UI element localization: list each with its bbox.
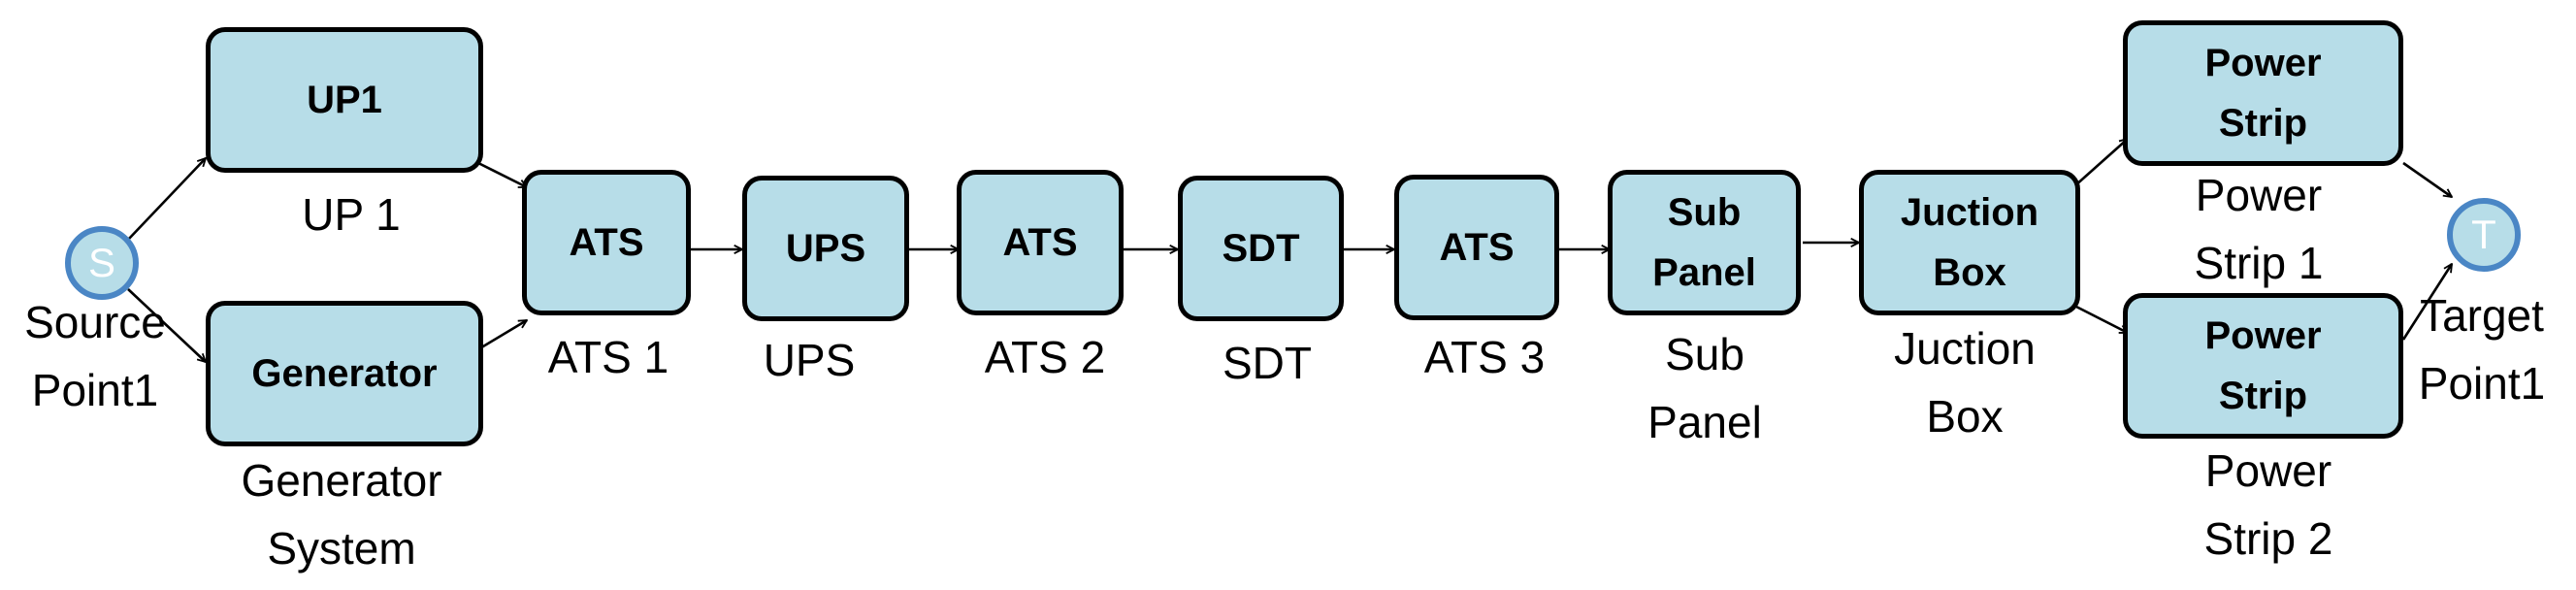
ups-box: UPS — [742, 176, 909, 321]
edge-juction-strip1 — [2073, 139, 2128, 187]
edge-source-up1 — [127, 158, 206, 241]
source-node: S — [65, 226, 139, 300]
strip2-caption: Power Strip 2 — [2203, 445, 2333, 564]
strip1-caption: Power Strip 1 — [2194, 170, 2324, 288]
subpanel-box: Sub Panel — [1608, 170, 1801, 315]
strip2-box: Power Strip — [2123, 293, 2403, 439]
target-caption: Target Point1 — [2418, 290, 2546, 409]
source-caption: Source Point1 — [24, 297, 166, 415]
generator-caption: Generator System — [241, 455, 442, 574]
target-node: T — [2447, 198, 2521, 272]
ats1-box: ATS — [522, 170, 691, 315]
generator-box: Generator — [206, 301, 483, 446]
up1-box: UP1 — [206, 27, 483, 173]
sdt-box: SDT — [1178, 176, 1344, 321]
edge-up1-ats1 — [477, 161, 527, 189]
up1-caption: UP 1 — [302, 189, 401, 240]
edge-strip2-target — [2401, 264, 2452, 341]
ats1-caption: ATS 1 — [547, 332, 669, 382]
edge-generator-ats1 — [477, 318, 527, 351]
source-node-symbol: S — [87, 240, 115, 285]
target-node-symbol: T — [2471, 212, 2496, 257]
strip1-box: Power Strip — [2123, 20, 2403, 166]
ats2-box: ATS — [957, 170, 1124, 315]
edge-source-generator — [127, 288, 206, 362]
ats3-box: ATS — [1394, 175, 1559, 320]
edge-juction-strip2 — [2073, 304, 2128, 335]
ups-caption: UPS — [763, 335, 856, 385]
juction-caption: Juction Box — [1894, 323, 2036, 442]
juction-box: Juction Box — [1859, 170, 2080, 315]
sdt-caption: SDT — [1223, 338, 1312, 388]
ats3-caption: ATS 3 — [1423, 332, 1546, 382]
edge-strip1-target — [2402, 161, 2452, 197]
ats2-caption: ATS 2 — [984, 332, 1106, 382]
subpanel-caption: Sub Panel — [1647, 329, 1762, 447]
